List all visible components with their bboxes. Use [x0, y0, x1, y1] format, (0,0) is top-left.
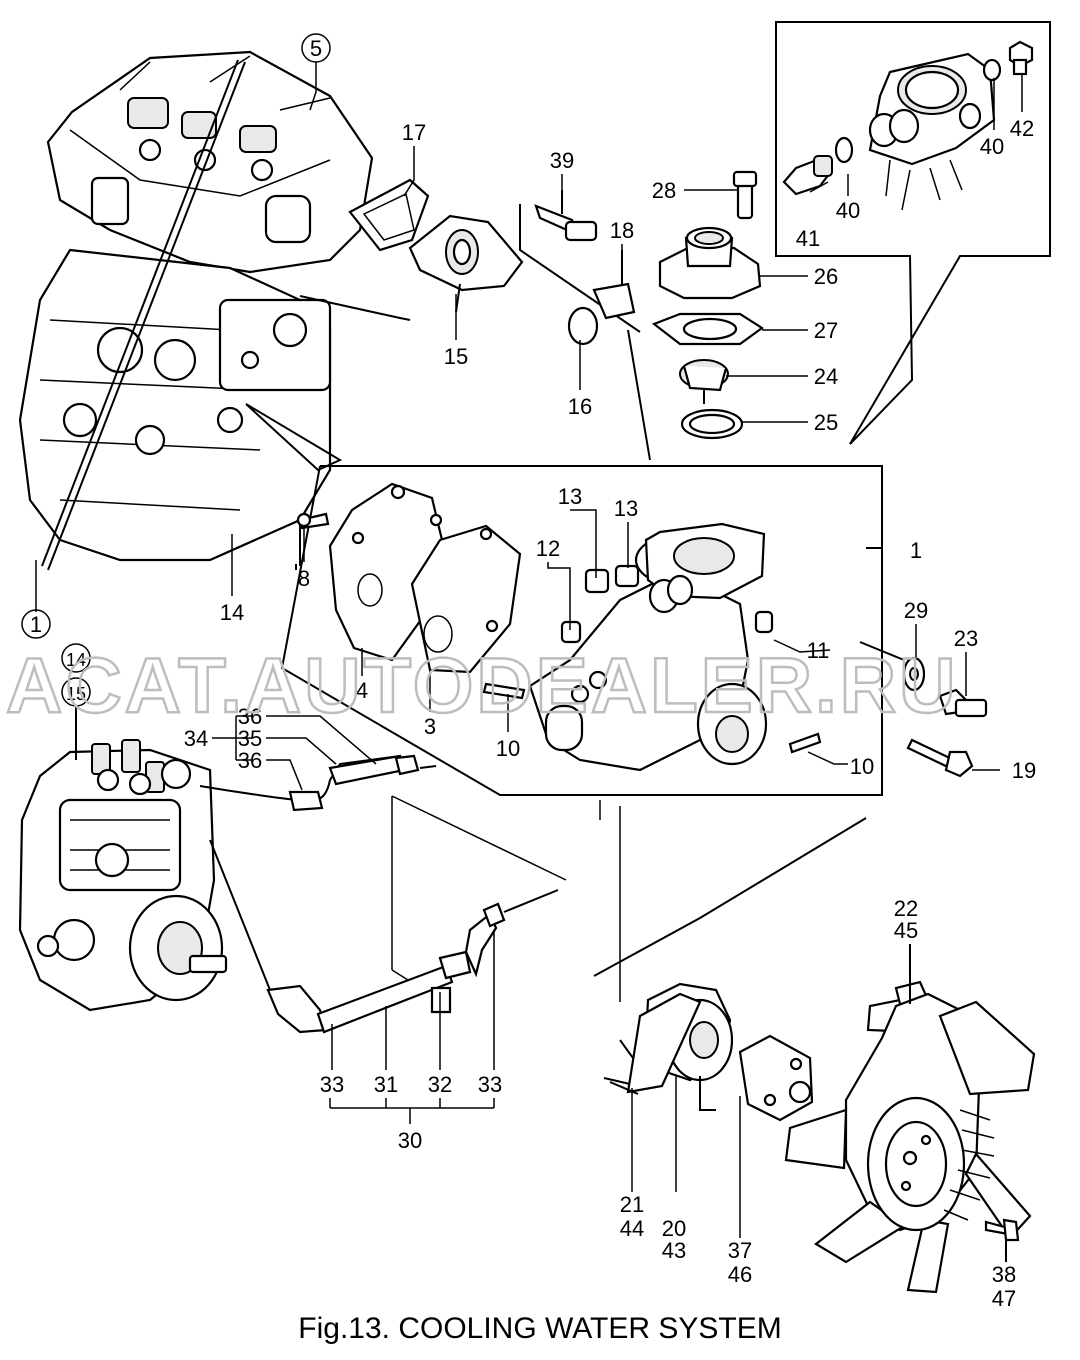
callout-ref-1: 1: [30, 612, 42, 637]
figure-caption: Fig.13. COOLING WATER SYSTEM: [298, 1312, 782, 1345]
label-1: 1: [910, 538, 922, 563]
label-11: 11: [807, 638, 830, 663]
label-4: 4: [356, 678, 368, 703]
callout-circle-5: [301, 33, 331, 63]
label-18: 18: [610, 218, 634, 243]
label-16: 16: [568, 394, 592, 419]
label-41: 41: [796, 226, 820, 251]
engine-block-drawing: [18, 50, 411, 571]
label-33-right: 33: [478, 1072, 502, 1097]
label-25: 25: [814, 410, 838, 435]
label-31: 31: [374, 1072, 398, 1097]
leader-lines: [35, 62, 1023, 1238]
label-21: 21: [620, 1192, 644, 1217]
fan-pulley-drawing: [593, 817, 1036, 1294]
bypass-hose-drawing: [199, 754, 437, 812]
label-3: 3: [424, 714, 436, 739]
label-12: 12: [536, 536, 560, 561]
label-33-left: 33: [320, 1072, 344, 1097]
label-29: 29: [904, 598, 928, 623]
label-32: 32: [428, 1072, 452, 1097]
label-8: 8: [298, 566, 310, 591]
label-36-lower: 36: [238, 748, 262, 773]
label-22: 22: [894, 896, 918, 921]
label-44: 44: [620, 1216, 644, 1241]
inset-sender-box: [775, 21, 1051, 445]
label-40-upper: 40: [980, 134, 1004, 159]
callout-circle-1: [21, 609, 51, 639]
label-46: 46: [728, 1262, 752, 1287]
label-38: 38: [992, 1262, 1016, 1287]
label-42: 42: [1010, 116, 1034, 141]
label-36-upper: 36: [238, 704, 262, 729]
label-17: 17: [402, 120, 426, 145]
callout-ref-15: 15: [66, 684, 86, 704]
callout-circle-14: [61, 643, 91, 673]
label-35: 35: [238, 726, 262, 751]
thermostat-stack-drawing: [627, 170, 764, 461]
callout-circle-15: [61, 677, 91, 707]
label-13-right: 13: [614, 496, 638, 521]
label-15: 15: [444, 344, 468, 369]
label-10-right: 10: [850, 754, 874, 779]
label-30: 30: [398, 1128, 422, 1153]
label-34: 34: [184, 726, 208, 751]
label-43: 43: [662, 1238, 686, 1263]
label-26: 26: [814, 264, 838, 289]
label-28: 28: [652, 178, 676, 203]
label-20: 20: [662, 1216, 686, 1241]
label-27: 27: [814, 318, 838, 343]
label-19: 19: [1012, 758, 1036, 783]
callout-ref-5: 5: [310, 36, 322, 61]
label-45: 45: [894, 918, 918, 943]
label-39: 39: [550, 148, 574, 173]
label-13-left: 13: [558, 484, 582, 509]
watermark-text: ACAT.AUTODEALER.RU: [6, 641, 958, 729]
label-10-left: 10: [496, 736, 520, 761]
label-37: 37: [728, 1238, 752, 1263]
label-40-lower: 40: [836, 198, 860, 223]
water-pump-box: [245, 403, 883, 796]
label-23: 23: [954, 626, 978, 651]
label-24: 24: [814, 364, 838, 389]
thermostat-housing-drawing: [348, 178, 641, 346]
callout-labels: 5 1 14 15 17 39 18 28 26 27 24 25 15 16 …: [21, 33, 1036, 1311]
water-pipe-drawing: [209, 839, 559, 1034]
pump-side-parts: [859, 641, 988, 778]
label-14: 14: [220, 600, 244, 625]
label-47: 47: [992, 1286, 1016, 1311]
injection-pump-drawing: [18, 706, 228, 1012]
callout-ref-14: 14: [66, 650, 86, 670]
